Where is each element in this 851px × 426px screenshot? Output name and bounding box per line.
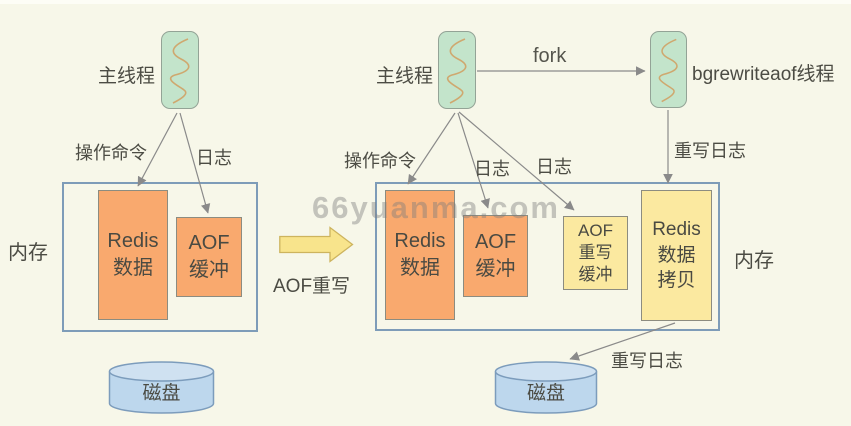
right-main-thread-label: 主线程 <box>375 66 433 87</box>
left-log-label: 日志 <box>196 148 232 168</box>
right-log1-label: 日志 <box>474 159 510 179</box>
aof-rewrite-block-arrow <box>279 226 354 263</box>
left-command-label: 操作命令 <box>75 143 147 163</box>
bgrewriteaof-thread-label: bgrewriteaof线程 <box>692 64 835 85</box>
right-command-label: 操作命令 <box>344 151 416 171</box>
aof-rewrite-buffer-box: AOF 重写 缓冲 <box>563 216 628 290</box>
bgrewriteaof-thread-node <box>650 31 687 108</box>
redis-data-copy-box: Redis 数据 拷贝 <box>641 190 712 321</box>
left-disk-label: 磁盘 <box>142 383 181 404</box>
thread-squiggle-icon <box>446 38 467 104</box>
left-memory-label: 内存 <box>8 242 48 264</box>
right-disk-cylinder <box>494 361 598 414</box>
left-disk-cylinder <box>108 361 215 414</box>
rewrite-log-top-label: 重写日志 <box>674 141 746 161</box>
left-aof-buffer-box: AOF 缓冲 <box>176 217 242 297</box>
rewrite-log-bottom-label: 重写日志 <box>611 351 683 371</box>
left-main-thread-node <box>161 31 199 109</box>
aof-rewrite-label: AOF重写 <box>273 276 351 297</box>
right-main-thread-node <box>438 31 476 109</box>
right-aof-buffer-box: AOF 缓冲 <box>463 215 528 297</box>
top-strip <box>0 0 851 4</box>
left-main-thread-label: 主线程 <box>97 66 155 87</box>
thread-squiggle-icon <box>658 38 678 103</box>
right-memory-label: 内存 <box>734 250 774 272</box>
left-redis-data-box: Redis 数据 <box>98 190 168 320</box>
right-redis-data-box: Redis 数据 <box>385 190 455 320</box>
fork-label: fork <box>533 45 567 67</box>
right-log2-label: 日志 <box>536 157 572 177</box>
right-disk-label: 磁盘 <box>526 383 565 404</box>
thread-squiggle-icon <box>169 38 190 104</box>
